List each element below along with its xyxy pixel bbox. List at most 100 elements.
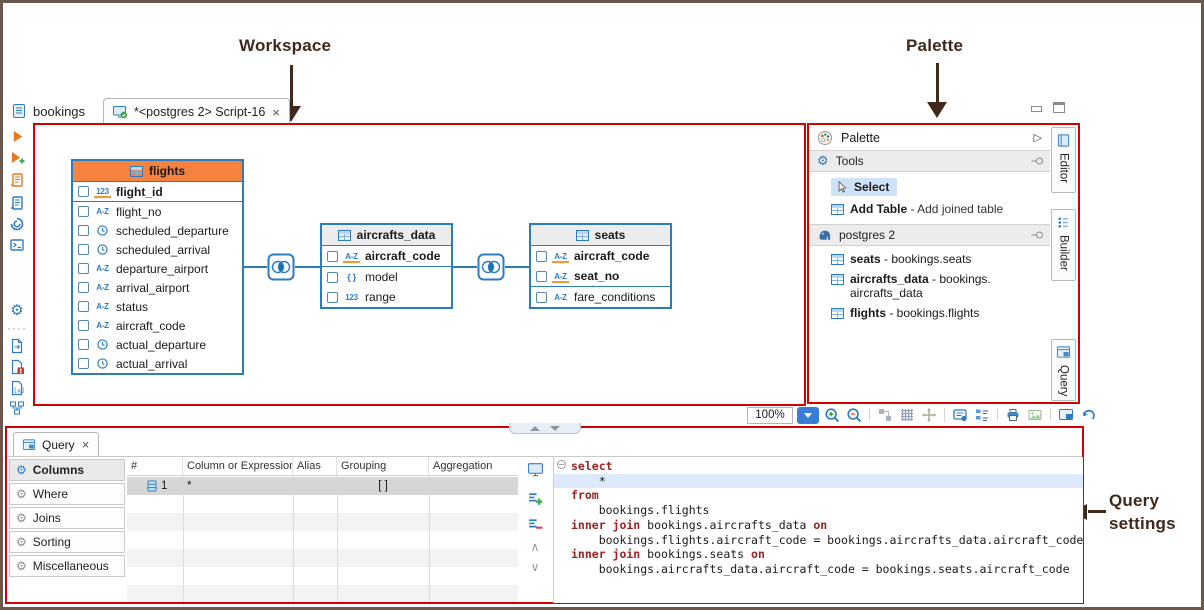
grid-row[interactable]	[127, 585, 518, 602]
er-diagram-icon[interactable]	[8, 399, 26, 417]
column-checkbox[interactable]	[78, 358, 89, 369]
palette-section-postgres2[interactable]: postgres 2	[809, 224, 1050, 246]
seats-table-header[interactable]: seats	[531, 225, 670, 246]
notes-icon[interactable]	[951, 406, 969, 424]
add-row-icon[interactable]	[519, 490, 551, 507]
column-checkbox[interactable]	[327, 271, 338, 283]
grid-header-num[interactable]: #	[127, 457, 183, 475]
tab-editor[interactable]: Editor	[1051, 127, 1076, 193]
column-checkbox[interactable]	[78, 263, 89, 274]
collapse-down-icon[interactable]	[550, 425, 560, 431]
pin-icon[interactable]	[1030, 155, 1044, 167]
column-checkbox[interactable]	[536, 250, 547, 262]
grid-icon[interactable]	[898, 406, 916, 424]
execute-icon[interactable]	[8, 127, 26, 145]
panel-settings-icon[interactable]	[1057, 406, 1075, 424]
column-row[interactable]: scheduled_departure	[73, 221, 242, 240]
query-nav-joins[interactable]: ⚙ Joins	[9, 507, 125, 529]
close-icon[interactable]: ×	[272, 104, 280, 120]
move-up-icon[interactable]: ∧	[530, 540, 540, 554]
script-icon[interactable]	[8, 194, 26, 212]
remove-row-icon[interactable]	[519, 516, 551, 533]
export-file-icon[interactable]	[8, 337, 26, 355]
file-template-icon[interactable]: [x]	[8, 379, 26, 397]
inner-join-node[interactable]	[267, 253, 295, 281]
export-image-icon[interactable]	[1026, 406, 1044, 424]
palette-item-aircrafts-data[interactable]: aircrafts_data - bookings. aircrafts_dat…	[809, 272, 1078, 300]
query-nav-columns[interactable]: ⚙ Columns	[9, 459, 125, 481]
grid-header-grouping[interactable]: Grouping	[337, 457, 429, 475]
sql-preview[interactable]: select * from bookings.flights inner joi…	[553, 457, 1083, 603]
tab-builder[interactable]: Builder	[1051, 209, 1076, 281]
auto-layout-icon[interactable]	[876, 406, 894, 424]
grid-row[interactable]	[127, 549, 518, 567]
minimize-icon[interactable]	[1031, 106, 1042, 112]
palette-item-flights[interactable]: flights - bookings.flights	[809, 306, 1078, 320]
column-checkbox[interactable]	[78, 282, 89, 293]
project-label[interactable]: bookings	[11, 103, 85, 119]
column-row[interactable]: actual_arrival	[73, 354, 242, 373]
grid-header-aggregation[interactable]: Aggregation	[433, 460, 493, 472]
grid-header-expression[interactable]: Column or Expression	[183, 457, 293, 475]
query-nav-miscellaneous[interactable]: ⚙ Miscellaneous	[9, 555, 125, 577]
zoom-dropdown-button[interactable]	[797, 406, 819, 424]
column-row[interactable]: actual_departure	[73, 335, 242, 354]
grid-row[interactable]	[127, 513, 518, 531]
palette-item-add-table[interactable]: Add Table - Add joined table	[809, 202, 1078, 216]
column-checkbox[interactable]	[78, 206, 89, 217]
overflow-dots-icon[interactable]: ····	[7, 321, 27, 335]
fold-collapse-icon[interactable]	[557, 460, 566, 469]
column-checkbox[interactable]	[78, 339, 89, 350]
zoom-out-icon[interactable]	[845, 406, 863, 424]
hierarchy-icon[interactable]	[973, 406, 991, 424]
execute-new-tab-icon[interactable]	[8, 149, 26, 167]
flights-table-header[interactable]: flights	[73, 161, 242, 182]
column-checkbox[interactable]	[78, 186, 89, 197]
grid-row[interactable]	[127, 531, 518, 549]
reset-view-icon[interactable]	[1079, 406, 1097, 424]
palette-item-seats[interactable]: seats - bookings.seats	[809, 252, 1078, 266]
grid-header-alias[interactable]: Alias	[293, 457, 337, 475]
ai-assistant-icon[interactable]	[8, 215, 26, 233]
query-panel-tab[interactable]: Query ×	[13, 432, 100, 456]
script-tab[interactable]: *<postgres 2> Script-16 ×	[103, 98, 290, 125]
column-row[interactable]: scheduled_arrival	[73, 240, 242, 259]
column-checkbox[interactable]	[536, 270, 547, 282]
column-checkbox[interactable]	[78, 244, 89, 255]
column-checkbox[interactable]	[78, 301, 89, 312]
file-alert-icon[interactable]	[8, 358, 26, 376]
terminal-icon[interactable]	[8, 236, 26, 254]
maximize-icon[interactable]	[1053, 102, 1065, 113]
palette-header[interactable]: Palette ▷	[809, 125, 1078, 150]
pin-icon[interactable]	[1030, 229, 1044, 241]
column-checkbox[interactable]	[327, 250, 338, 262]
column-checkbox[interactable]	[536, 291, 547, 303]
expand-arrow-icon[interactable]: ▷	[1033, 132, 1042, 144]
print-icon[interactable]	[1004, 406, 1022, 424]
close-icon[interactable]: ×	[81, 437, 90, 452]
show-panel-icon[interactable]	[519, 461, 551, 478]
settings-gear-icon[interactable]: ⚙	[10, 300, 24, 319]
move-down-icon[interactable]: ∨	[530, 560, 540, 574]
column-checkbox[interactable]	[327, 291, 338, 303]
tab-query[interactable]: Query	[1051, 339, 1076, 401]
panel-splitter-handle[interactable]	[509, 423, 581, 434]
palette-item-select[interactable]: Select	[809, 178, 1078, 196]
column-row[interactable]: { }model	[322, 267, 451, 287]
zoom-level-field[interactable]: 100%	[747, 406, 793, 424]
inner-join-node[interactable]	[477, 253, 505, 281]
column-checkbox[interactable]	[78, 225, 89, 236]
execute-script-icon[interactable]	[8, 171, 26, 189]
collapse-up-icon[interactable]	[530, 425, 540, 431]
